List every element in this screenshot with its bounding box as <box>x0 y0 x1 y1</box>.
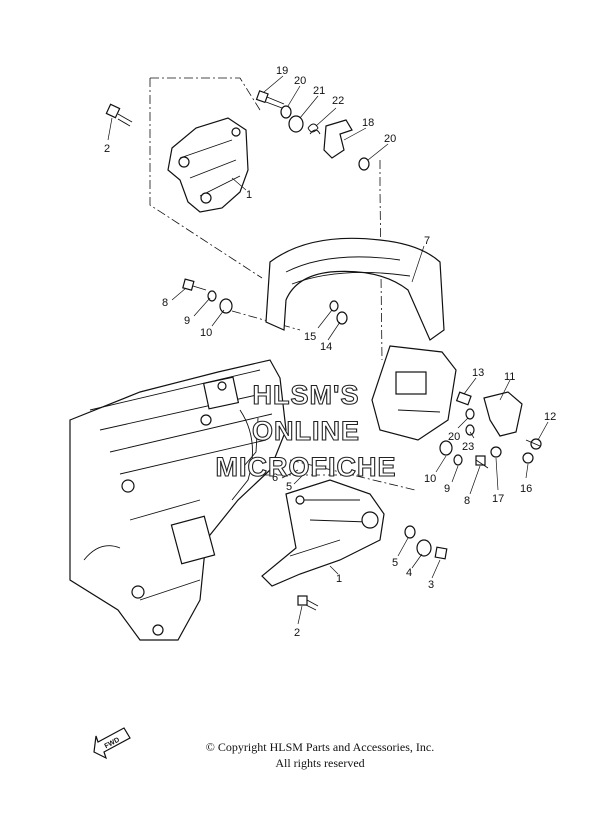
top-hardware-group <box>255 90 370 171</box>
watermark-line-3: MICROFICHE <box>216 452 397 482</box>
callout-2: 2 <box>294 627 300 639</box>
engine-block <box>69 359 287 641</box>
watermark-line-1: HLSM'S <box>253 380 360 410</box>
callout-23: 23 <box>462 441 474 453</box>
copyright-notice: © Copyright HLSM Parts and Accessories, … <box>130 739 510 771</box>
callout-10: 10 <box>200 327 212 339</box>
callout-20: 20 <box>294 75 306 87</box>
callout-19: 19 <box>276 65 288 77</box>
callout-5: 5 <box>286 481 292 493</box>
callout-8: 8 <box>464 495 470 507</box>
callout-15: 15 <box>304 331 316 343</box>
callout-20: 20 <box>448 431 460 443</box>
watermark-line-2: ONLINE <box>252 416 360 446</box>
callout-18: 18 <box>362 117 374 129</box>
leader-lines <box>107 75 549 625</box>
callout-13: 13 <box>472 367 484 379</box>
bolt-part-2-top <box>105 103 133 127</box>
callout-9: 9 <box>444 483 450 495</box>
callout-1: 1 <box>246 189 252 201</box>
callout-5: 5 <box>392 557 398 569</box>
callout-10: 10 <box>424 473 436 485</box>
callout-2: 2 <box>104 143 110 155</box>
dashed-reference-lines <box>149 77 416 491</box>
callout-4: 4 <box>406 567 412 579</box>
callout-22: 22 <box>332 95 344 107</box>
callout-17: 17 <box>492 493 504 505</box>
watermark: HLSM'S ONLINE MICROFICHE <box>215 379 397 482</box>
callout-20: 20 <box>384 133 396 145</box>
callout-16: 16 <box>520 483 532 495</box>
callout-labels: 19 20 21 22 18 20 2 1 7 8 9 10 15 14 13 … <box>104 65 556 639</box>
copyright-line-2: All rights reserved <box>275 756 365 770</box>
callout-8: 8 <box>162 297 168 309</box>
upper-bracket-part <box>167 117 249 213</box>
bolt-part-2-bottom <box>297 595 319 611</box>
housing-part-7 <box>265 237 457 441</box>
callout-14: 14 <box>320 341 332 353</box>
fwd-arrow-icon: FWD <box>93 727 131 760</box>
callout-7: 7 <box>424 235 430 247</box>
callout-6: 6 <box>272 472 278 484</box>
callout-9: 9 <box>184 315 190 327</box>
callout-3: 3 <box>428 579 434 591</box>
copyright-line-1: © Copyright HLSM Parts and Accessories, … <box>205 740 435 754</box>
callout-1: 1 <box>336 573 342 585</box>
right-hardware-group <box>439 391 542 469</box>
left-hardware-group <box>182 278 348 325</box>
callout-21: 21 <box>313 85 325 97</box>
lower-bracket-part <box>261 479 448 587</box>
callout-11: 11 <box>504 371 515 383</box>
callout-12: 12 <box>544 411 556 423</box>
